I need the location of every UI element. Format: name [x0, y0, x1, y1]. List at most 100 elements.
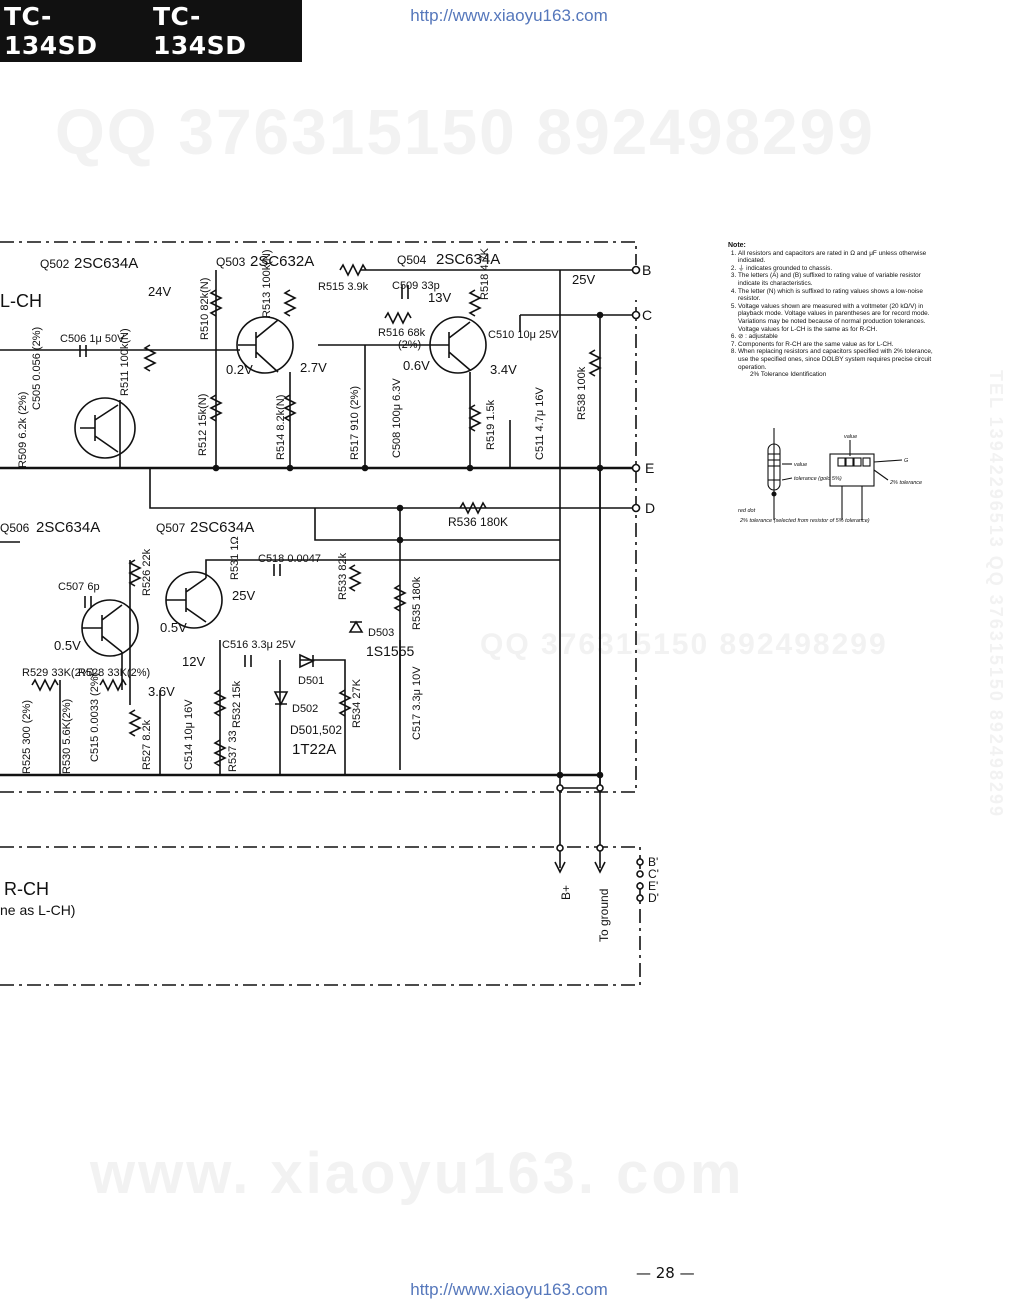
fig-g: G [904, 458, 909, 464]
q506-ref: Q506 [0, 521, 30, 535]
r516-label: R516 68k [378, 327, 426, 339]
r536-label: R536 180K [448, 515, 508, 529]
q507-type: 2SC634A [190, 519, 254, 536]
note-item: ⏚ indicates grounded to chassis. [738, 265, 936, 273]
d501-502-type: 1T22A [292, 741, 336, 758]
c510-label: C510 10μ 25V [488, 329, 559, 341]
to-ground-label: To ground [597, 889, 611, 942]
r518-label: R518 4.7K [479, 247, 491, 300]
watermark-tel: TEL 13942296513 QQ 376315150 892498299 [986, 370, 1006, 818]
terminal-d: D [645, 500, 655, 516]
label-24v: 24V [148, 284, 171, 299]
fig-value: value [794, 462, 807, 468]
r514-label: R514 8.2k(N) [275, 395, 287, 460]
note-item: The letter (N) which is suffixed to rati… [738, 288, 936, 303]
note-item: All resistors and capacitors are rated i… [738, 250, 936, 265]
label-3.6v: 3.6V [148, 684, 175, 699]
label-12v: 12V [182, 654, 205, 669]
source-url-top[interactable]: http://www.xiaoyu163.com [410, 6, 608, 25]
r533-label: R533 82k [337, 552, 349, 600]
label-2.7v: 2.7V [300, 360, 327, 375]
page-number: — 28 — [636, 1264, 695, 1282]
tolerance-title: 2% Tolerance Identification [750, 371, 827, 379]
notes-list: All resistors and capacitors are rated i… [728, 250, 936, 372]
notes-title: Note: [728, 242, 746, 249]
q502-ref: Q502 [40, 257, 70, 271]
d503-label: D503 [368, 627, 394, 639]
label-25v-a: 25V [572, 272, 595, 287]
c514-label: C514 10μ 16V [183, 699, 195, 770]
c509-label: C509 33p [392, 280, 440, 292]
r534-label: R534 27K [351, 678, 363, 728]
c507-label: C507 6p [58, 581, 100, 593]
fig-red-dot: red dot [738, 508, 756, 514]
r531-label: R531 1Ω [229, 536, 241, 580]
terminal-b-prime: B' [648, 855, 658, 869]
r519-label: R519 1.5k [485, 399, 497, 450]
note-item: When replacing resistors and capacitors … [738, 348, 936, 371]
r529-label: R529 33K(2%) [22, 667, 94, 679]
fig-two-pct: 2% tolerance (selected from resistor of … [739, 518, 870, 524]
bplus-label: B+ [559, 885, 573, 900]
r515-label: R515 3.9k [318, 281, 369, 293]
r516-tolerance: (2%) [398, 339, 421, 351]
r525-label: R525 300 (2%) [21, 700, 33, 774]
r526-label: R526 22k [141, 548, 153, 596]
d503-type: 1S1555 [366, 643, 414, 659]
c505-label: C505 0.056 (2%) [31, 327, 43, 410]
channel-r-note: ne as L-CH) [0, 902, 75, 918]
label-0.5v-b: 0.5V [160, 620, 187, 635]
q507-ref: Q507 [156, 521, 186, 535]
watermark-site: www. xiaoyu163. com [90, 1141, 745, 1206]
terminal-c-prime: C' [648, 867, 659, 881]
label-0.6v: 0.6V [403, 358, 430, 373]
terminal-d-prime: D' [648, 891, 659, 905]
q502-type: 2SC634A [74, 255, 138, 272]
terminal-c: C [642, 307, 652, 323]
d501-label: D501 [298, 675, 324, 687]
r513-label: R513 100k(N) [261, 250, 273, 318]
channel-r-label: R-CH [4, 879, 49, 899]
watermark-qq-mid: QQ 376315150 892498299 [480, 628, 888, 661]
r511-label: R511 100k(N) [119, 328, 131, 396]
q504-type: 2SC634A [436, 251, 500, 268]
watermark-qq: QQ 376315150 892498299 [55, 96, 875, 168]
label-3.4v: 3.4V [490, 362, 517, 377]
notes-panel: Note: All resistors and capacitors are r… [728, 242, 936, 379]
c516-label: C516 3.3μ 25V [222, 639, 296, 651]
terminal-e-prime: E' [648, 879, 658, 893]
terminal-b: B [642, 262, 651, 278]
channel-l-label: L-CH [0, 291, 42, 311]
fig-tolerance: tolerance (gold 5%) [794, 476, 842, 482]
source-url-bottom[interactable]: http://www.xiaoyu163.com [410, 1280, 608, 1299]
label-0.5v-a: 0.5V [54, 638, 81, 653]
c515-label: C515 0.0033 (2%) [89, 673, 101, 762]
note-item: Voltage values shown are measured with a… [738, 303, 936, 333]
r509-label: R509 6.2k (2%) [17, 392, 29, 468]
q506-type: 2SC634A [36, 519, 100, 536]
q503-type: 2SC632A [250, 253, 314, 270]
d501-502-label: D501,502 [290, 723, 342, 737]
c511-label: C511 4.7μ 16V [534, 387, 546, 460]
note-item: Components for R-CH are the same value a… [738, 341, 936, 349]
label-25v-b: 25V [232, 588, 255, 603]
q503-ref: Q503 [216, 255, 246, 269]
label-13v: 13V [428, 290, 451, 305]
model-label-right: TC-134SD [153, 2, 247, 60]
r512-label: R512 15k(N) [197, 394, 209, 456]
note-item: The letters (A) and (B) suffixed to rati… [738, 272, 936, 287]
r527-label: R527 8.2k [141, 719, 153, 770]
r528-label: R528 33K(2%) [78, 667, 150, 679]
note-item: ⊘ : adjustable [738, 333, 936, 341]
model-label-left: TC-134SD [4, 2, 98, 60]
fig-two-pct-right: 2% tolerance [889, 480, 922, 486]
r537-label: R537 33 [227, 730, 239, 772]
c508-label: C508 100μ 6.3V [391, 378, 403, 458]
schematic-diagram: Q502 2SC634A Q503 2SC632A Q504 2SC634A Q… [0, 241, 659, 986]
d502-label: D502 [292, 703, 318, 715]
r530-label: R530 5.6K(2%) [61, 699, 73, 774]
q504-ref: Q504 [397, 253, 427, 267]
c517-label: C517 3.3μ 10V [411, 666, 423, 740]
label-0.2v: 0.2V [226, 362, 253, 377]
r538-label: R538 100k [576, 366, 588, 420]
